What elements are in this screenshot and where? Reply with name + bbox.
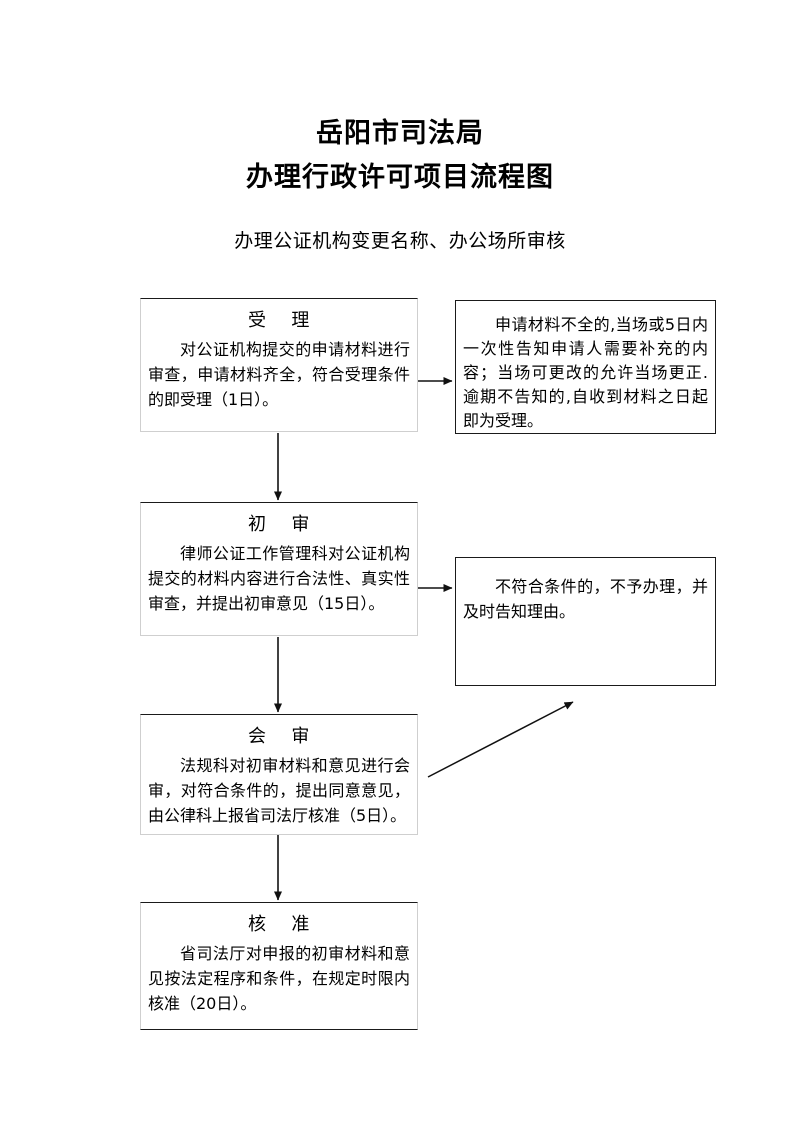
flow-node-preliminary-review[interactable]: 初 审 律师公证工作管理科对公证机构提交的材料内容进行合法性、真实性审查，并提出… (140, 502, 418, 636)
flow-node-joint-review-header: 会 审 (248, 726, 310, 747)
flow-node-acceptance[interactable]: 受 理 对公证机构提交的申请材料进行审查，申请材料齐全，符合受理条件的即受理（1… (140, 298, 418, 432)
flow-node-approval-header: 核 准 (248, 914, 310, 935)
connector-joint-to-rejection (427, 701, 574, 778)
flow-node-joint-review[interactable]: 会 审 法规科对初审材料和意见进行会审，对符合条件的，提出同意意见，由公律科上报… (140, 714, 418, 835)
flow-node-approval-body: 省司法厅对申报的初审材料和意见按法定程序和条件，在规定时限内核准（20日）。 (148, 944, 410, 1013)
flow-node-acceptance-body: 对公证机构提交的申请材料进行审查，申请材料齐全，符合受理条件的即受理（1日）。 (148, 340, 410, 409)
flow-node-rejection-note-body: 不符合条件的，不予办理，并及时告知理由。 (463, 577, 708, 621)
flow-node-acceptance-note[interactable]: 申请材料不全的,当场或5日内一次性告知申请人需要补充的内容；当场可更改的允许当场… (455, 300, 716, 434)
page-subtitle: 办理公证机构变更名称、办公场所审核 (234, 230, 566, 252)
page-title: 岳阳市司法局 办理行政许可项目流程图 (0, 112, 800, 200)
flow-node-acceptance-header: 受 理 (248, 310, 310, 331)
title-line-1: 岳阳市司法局 (316, 118, 484, 149)
title-line-2: 办理行政许可项目流程图 (246, 162, 554, 193)
flow-node-approval[interactable]: 核 准 省司法厅对申报的初审材料和意见按法定程序和条件，在规定时限内核准（20日… (140, 902, 418, 1030)
flow-node-joint-review-body: 法规科对初审材料和意见进行会审，对符合条件的，提出同意意见，由公律科上报省司法厅… (148, 756, 410, 825)
flow-node-preliminary-review-header: 初 审 (248, 514, 310, 535)
flow-node-acceptance-note-body: 申请材料不全的,当场或5日内一次性告知申请人需要补充的内容；当场可更改的允许当场… (463, 315, 708, 430)
flow-node-preliminary-review-body: 律师公证工作管理科对公证机构提交的材料内容进行合法性、真实性审查，并提出初审意见… (148, 544, 410, 613)
flow-node-rejection-note[interactable]: 不符合条件的，不予办理，并及时告知理由。 (455, 557, 716, 686)
